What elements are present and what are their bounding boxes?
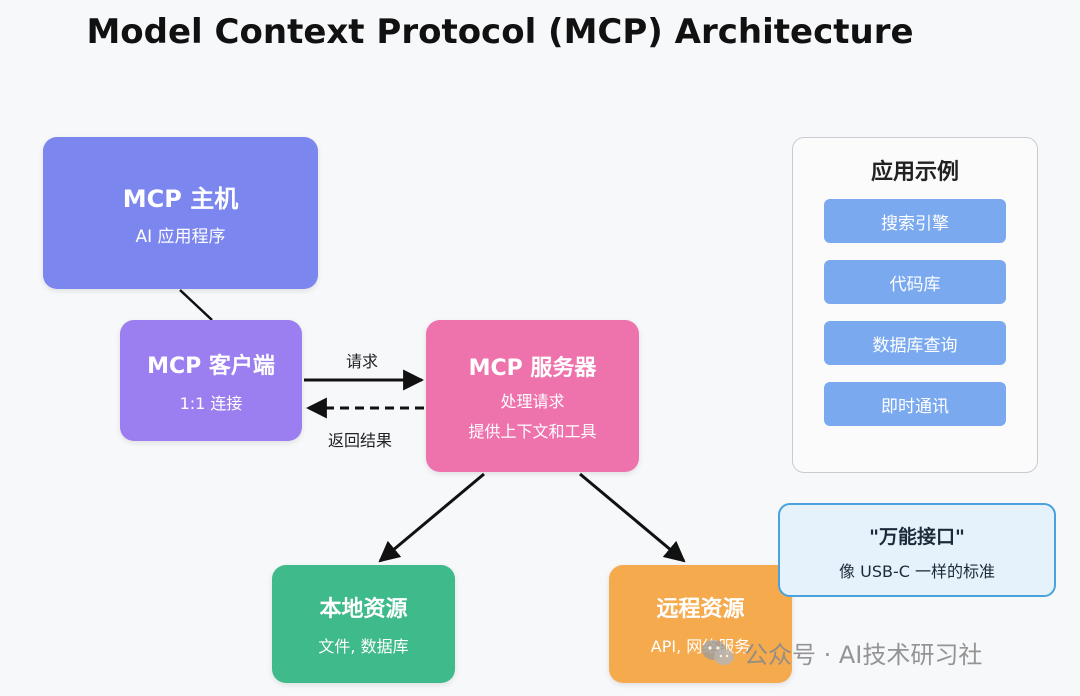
host-client-line — [179, 289, 213, 321]
callout-title: "万能接口" — [869, 526, 965, 548]
watermark: 公众号 · AI技术研习社 — [700, 635, 982, 670]
mcp-client-title: MCP 客户端 — [147, 353, 275, 379]
examples-title: 应用示例 — [870, 160, 959, 185]
examples-panel: 应用示例 搜索引擎 代码库 数据库查询 即时通讯 — [792, 137, 1038, 473]
request-label: 请求 — [346, 352, 379, 371]
mcp-host-title: MCP 主机 — [122, 185, 239, 213]
watermark-text: 公众号 · AI技术研习社 — [744, 641, 983, 669]
example-item-codebase: 代码库 — [824, 260, 1006, 304]
mcp-client-node: MCP 客户端 1:1 连接 — [120, 320, 302, 441]
mcp-server-node: MCP 服务器 处理请求 提供上下文和工具 — [426, 320, 639, 472]
example-item-database-query: 数据库查询 — [824, 321, 1006, 365]
remote-resources-node: 远程资源 API, 网络服务 — [609, 565, 792, 683]
mcp-client-subtitle: 1:1 连接 — [179, 393, 243, 413]
example-item-search-engine: 搜索引擎 — [824, 199, 1006, 243]
local-resources-subtitle: 文件, 数据库 — [318, 637, 409, 656]
mcp-server-line2: 提供上下文和工具 — [468, 422, 597, 441]
mcp-host-subtitle: AI 应用程序 — [135, 227, 226, 247]
callout-subtitle: 像 USB-C 一样的标准 — [839, 562, 995, 581]
mcp-host-node: MCP 主机 AI 应用程序 — [43, 137, 318, 289]
server-remote-arrow — [579, 472, 686, 563]
response-label: 返回结果 — [328, 431, 393, 450]
server-local-arrow — [378, 472, 485, 563]
remote-resources-title: 远程资源 — [656, 597, 745, 622]
local-resources-node: 本地资源 文件, 数据库 — [272, 565, 455, 683]
mcp-server-line1: 处理请求 — [500, 392, 565, 411]
diagram-title: Model Context Protocol (MCP) Architectur… — [86, 12, 914, 52]
wechat-icon — [702, 639, 734, 665]
universal-interface-callout: "万能接口" 像 USB-C 一样的标准 — [778, 503, 1056, 597]
local-resources-title: 本地资源 — [319, 597, 408, 622]
mcp-server-title: MCP 服务器 — [468, 356, 597, 381]
example-item-instant-messaging: 即时通讯 — [824, 382, 1006, 426]
